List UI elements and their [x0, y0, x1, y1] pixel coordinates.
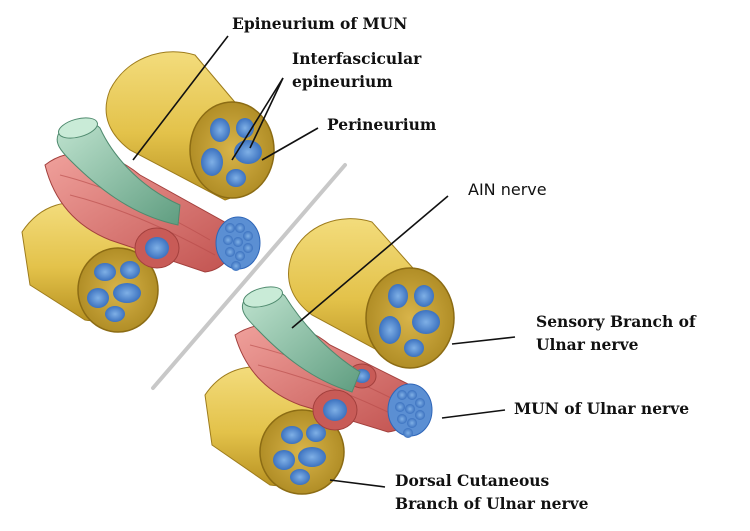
label-interfascicular-line2: epineurium — [292, 72, 393, 91]
ain-nerve-before — [56, 117, 181, 226]
label-perineurium: Perineurium — [327, 115, 437, 134]
sensory-nerve-after — [288, 218, 455, 369]
nerve-assembly-after — [204, 218, 455, 495]
leader-ain — [291, 195, 449, 329]
label-sensory-line2: Ulnar nerve — [536, 335, 639, 354]
leader-interfascicular-2 — [249, 77, 284, 149]
label-dorsal-line2: Branch of Ulnar nerve — [395, 494, 589, 513]
leader-epineurium-mun — [132, 35, 229, 161]
label-dorsal-line1: Dorsal Cutaneous — [395, 471, 550, 490]
leader-dorsal — [329, 479, 386, 488]
ain-nerve-after — [241, 286, 361, 393]
label-ain-nerve: AIN nerve — [468, 180, 547, 199]
leader-perineurium — [261, 127, 319, 161]
fiber-bundle-before — [215, 216, 261, 271]
leader-interfascicular-1 — [231, 77, 284, 161]
label-sensory-line1: Sensory Branch of — [536, 312, 696, 331]
fiber-bundle-after — [387, 383, 433, 438]
leader-sensory — [451, 336, 516, 345]
label-interfascicular-line1: Interfascicular — [292, 49, 422, 68]
divider-line — [151, 163, 347, 390]
label-mun-ulnar: MUN of Ulnar nerve — [514, 399, 690, 418]
leader-mun-ulnar — [441, 409, 506, 419]
label-epineurium-mun: Epineurium of MUN — [232, 14, 408, 33]
leader-lines — [132, 35, 516, 488]
